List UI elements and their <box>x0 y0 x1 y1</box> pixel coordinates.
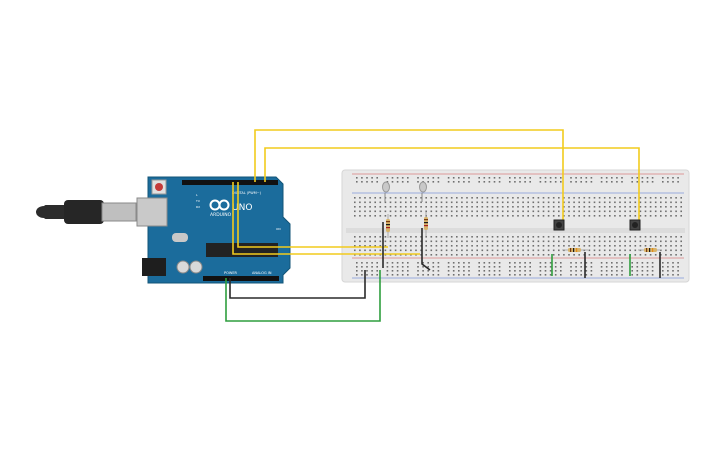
l-led-label: L <box>196 193 198 197</box>
on-led-label: ON <box>276 227 281 231</box>
yellow-wire-button-2-signal[interactable] <box>264 147 640 228</box>
usb-b-jack <box>136 197 168 227</box>
capacitor-1 <box>176 260 190 274</box>
arduino-model-label: UNO <box>232 203 252 213</box>
arduino-pcb <box>147 176 291 284</box>
green-wire-5v[interactable] <box>225 270 381 322</box>
resistor-1[interactable] <box>386 214 390 238</box>
pushbutton-1[interactable] <box>553 219 565 231</box>
digital-header <box>182 180 278 185</box>
led-2[interactable] <box>419 181 427 202</box>
black-wire-gnd[interactable] <box>229 270 366 299</box>
usb-cable-strain <box>44 205 66 219</box>
wires <box>225 129 661 322</box>
pushbutton-2[interactable] <box>629 219 641 231</box>
power-analog-header <box>203 276 279 281</box>
digital-pins-label: DIGITAL (PWM~) <box>232 191 262 195</box>
breadboard-body <box>341 169 690 283</box>
atmega-chip <box>206 243 278 257</box>
usb-plug-housing <box>64 200 104 224</box>
breadboard-center-channel <box>346 228 685 233</box>
black-wire-led-2-gnd[interactable] <box>421 228 431 271</box>
reset-button[interactable] <box>155 183 163 191</box>
resistor-4[interactable] <box>638 248 662 252</box>
arduino-uno-board[interactable]: ARDUINO UNO DIGITAL (PWM~) POWER ANALOG … <box>136 176 291 284</box>
capacitor-2 <box>189 260 203 274</box>
analog-pins-label: ANALOG IN <box>252 271 272 275</box>
arduino-brand-label: ARDUINO <box>210 212 232 218</box>
usb-cable[interactable] <box>36 200 137 224</box>
yellow-wire-button-1-signal[interactable] <box>254 129 564 228</box>
crystal <box>172 233 188 242</box>
led-1-body <box>382 181 390 193</box>
power-jack <box>142 258 166 276</box>
power-pins-label: POWER <box>224 271 238 275</box>
led-1[interactable] <box>382 181 390 202</box>
resistor-3[interactable] <box>562 248 588 252</box>
led-2-body <box>419 181 427 193</box>
pushbutton-2-cap <box>632 222 638 228</box>
resistor-2[interactable] <box>424 212 428 236</box>
pushbutton-1-cap <box>556 222 562 228</box>
usb-plug-metal <box>101 202 137 222</box>
arduino-logo <box>209 199 230 211</box>
breadboard[interactable] <box>341 169 690 283</box>
yellow-wire-led-2[interactable] <box>232 182 420 255</box>
yellow-wire-led-1[interactable] <box>237 182 388 248</box>
rx-led-label: RX <box>196 205 200 209</box>
tx-led-label: TX <box>195 199 200 203</box>
